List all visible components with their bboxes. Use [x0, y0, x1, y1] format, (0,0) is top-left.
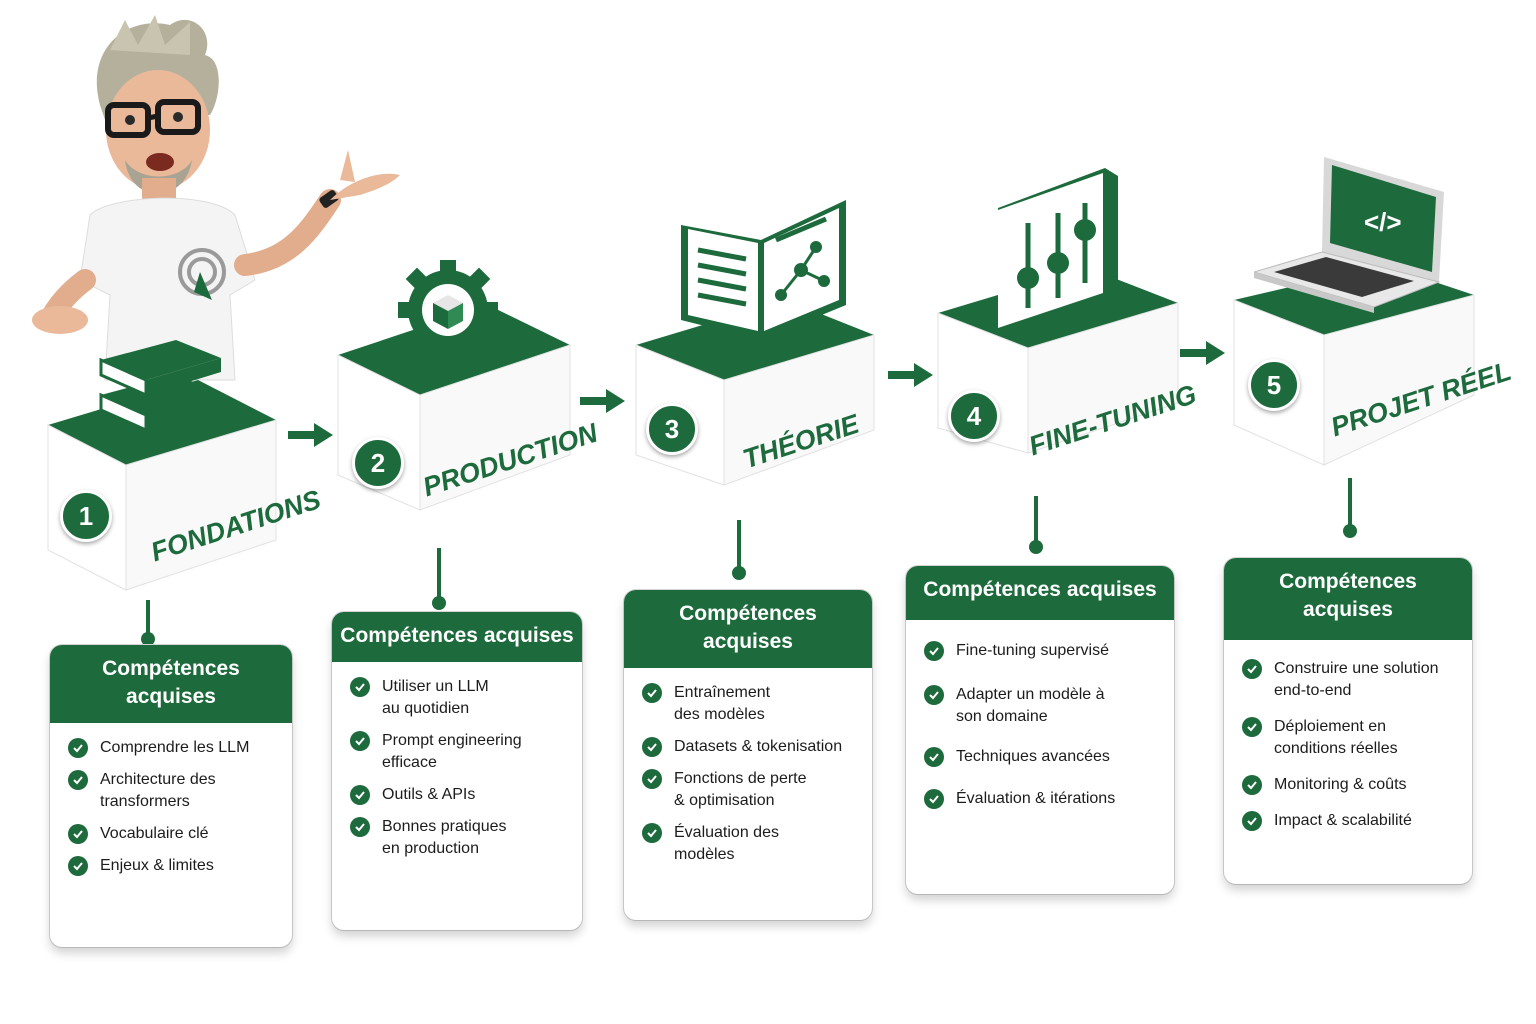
- checkmark-icon: [924, 685, 944, 705]
- list-item: Adapter un modèle à son domaine: [924, 684, 1160, 728]
- skills-card-title: Compétences acquises: [1224, 558, 1472, 640]
- checkmark-icon: [350, 785, 370, 805]
- step-number-5: 5: [1248, 359, 1300, 411]
- step-block-1[interactable]: 1 FONDATIONS: [47, 340, 324, 591]
- connector-stem-5: [1348, 478, 1352, 530]
- step-block-4[interactable]: 4 FINE-TUNING: [937, 168, 1200, 461]
- list-item: Déploiement en conditions réelles: [1242, 716, 1458, 760]
- checkmark-icon: [68, 738, 88, 758]
- books-icon: [99, 340, 221, 433]
- checkmark-icon: [350, 731, 370, 751]
- checkmark-icon: [1242, 717, 1262, 737]
- list-item: Entraînement des modèles: [642, 682, 858, 726]
- list-item: Prompt engineering efficace: [350, 730, 568, 774]
- list-item: Enjeux & limites: [68, 855, 278, 877]
- skills-list: Construire une solution end-to-end Déplo…: [1224, 640, 1472, 852]
- checkmark-icon: [642, 769, 662, 789]
- checkmark-icon: [68, 824, 88, 844]
- checkmark-icon: [924, 641, 944, 661]
- list-item: Architecture des transformers: [68, 769, 278, 813]
- list-item: Évaluation des modèles: [642, 822, 858, 866]
- checkmark-icon: [924, 789, 944, 809]
- connector-stem-4: [1034, 496, 1038, 546]
- step-number-2: 2: [352, 437, 404, 489]
- checkmark-icon: [642, 737, 662, 757]
- skills-card-title: Compétences acquises: [906, 566, 1174, 620]
- arrow-right-icon: [288, 423, 333, 447]
- skills-card-4: Compétences acquises Fine-tuning supervi…: [906, 566, 1174, 894]
- open-book-network-icon: [681, 200, 846, 340]
- arrow-right-icon: [888, 363, 933, 387]
- list-item: Évaluation & itérations: [924, 788, 1160, 810]
- connector-dot-2: [432, 596, 446, 610]
- connector-stem-2: [437, 548, 441, 602]
- connector-dot-1: [141, 632, 155, 646]
- step-number-4: 4: [948, 390, 1000, 442]
- presenter-avatar: [32, 15, 400, 381]
- list-item: Outils & APIs: [350, 784, 568, 806]
- list-item: Utiliser un LLM au quotidien: [350, 676, 568, 720]
- connector-stem-3: [737, 520, 741, 570]
- gear-cube-icon: [398, 260, 498, 360]
- list-item: Construire une solution end-to-end: [1242, 658, 1458, 702]
- list-item: Fonctions de perte & optimisation: [642, 768, 858, 812]
- checkmark-icon: [642, 823, 662, 843]
- checkmark-icon: [68, 856, 88, 876]
- list-item: Vocabulaire clé: [68, 823, 278, 845]
- skills-list: Fine-tuning supervisé Adapter un modèle …: [906, 620, 1174, 830]
- list-item: Impact & scalabilité: [1242, 810, 1458, 832]
- arrow-right-icon: [1180, 341, 1225, 365]
- skills-card-5: Compétences acquises Construire une solu…: [1224, 558, 1472, 884]
- svg-text:</>: </>: [1364, 207, 1402, 237]
- skills-card-title: Compétences acquises: [50, 645, 292, 723]
- skills-list: Comprendre les LLM Architecture des tran…: [50, 723, 292, 897]
- skills-list: Entraînement des modèles Datasets & toke…: [624, 668, 872, 886]
- checkmark-icon: [1242, 659, 1262, 679]
- skills-card-2: Compétences acquises Utiliser un LLM au …: [332, 612, 582, 930]
- skills-card-title: Compétences acquises: [332, 612, 582, 662]
- checkmark-icon: [350, 817, 370, 837]
- step-block-2[interactable]: 2 PRODUCTION: [337, 260, 601, 511]
- sliders-icon: [998, 168, 1118, 336]
- connector-dot-4: [1029, 540, 1043, 554]
- step-number-3: 3: [646, 403, 698, 455]
- list-item: Fine-tuning supervisé: [924, 640, 1160, 662]
- checkmark-icon: [1242, 775, 1262, 795]
- step-block-3[interactable]: 3 THÉORIE: [635, 200, 875, 486]
- connector-stem-1: [146, 600, 150, 638]
- list-item: Comprendre les LLM: [68, 737, 278, 759]
- list-item: Datasets & tokenisation: [642, 736, 858, 758]
- step-number-1: 1: [60, 490, 112, 542]
- arrow-right-icon: [580, 389, 625, 413]
- skills-list: Utiliser un LLM au quotidien Prompt engi…: [332, 662, 582, 880]
- list-item: Monitoring & coûts: [1242, 774, 1458, 796]
- step-block-5[interactable]: </> 5 PROJET RÉEL: [1233, 157, 1515, 466]
- checkmark-icon: [68, 770, 88, 790]
- connector-dot-5: [1343, 524, 1357, 538]
- skills-card-1: Compétences acquises Comprendre les LLM …: [50, 645, 292, 947]
- list-item: Bonnes pratiques en production: [350, 816, 568, 860]
- checkmark-icon: [924, 747, 944, 767]
- checkmark-icon: [642, 683, 662, 703]
- skills-card-title: Compétences acquises: [624, 590, 872, 668]
- list-item: Techniques avancées: [924, 746, 1160, 768]
- laptop-code-icon: </>: [1254, 157, 1444, 313]
- skills-card-3: Compétences acquises Entraînement des mo…: [624, 590, 872, 920]
- checkmark-icon: [350, 677, 370, 697]
- connector-dot-3: [732, 566, 746, 580]
- checkmark-icon: [1242, 811, 1262, 831]
